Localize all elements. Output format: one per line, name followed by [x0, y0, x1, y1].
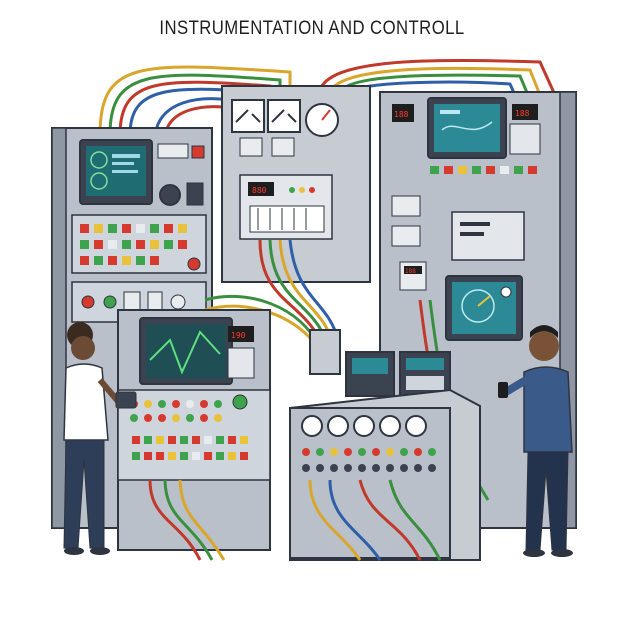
console-display: 190	[231, 331, 246, 340]
right-display-b: 188	[515, 109, 530, 118]
technician-right	[498, 325, 573, 557]
tablet-icon	[115, 391, 137, 409]
instrument-boxes	[345, 351, 451, 397]
gauge-row	[301, 415, 427, 437]
front-console: 190	[117, 309, 271, 561]
phone-icon	[498, 382, 508, 398]
technician-left	[63, 322, 137, 555]
knob-icon	[159, 184, 181, 206]
right-display-a: 188	[394, 110, 409, 119]
front-right-buttons	[302, 448, 436, 472]
right-mid-display: 188	[405, 268, 416, 275]
center-display: 880	[252, 186, 267, 195]
junction-box	[309, 329, 341, 375]
console-buttons	[130, 394, 248, 460]
center-cabinet: 880	[221, 85, 371, 283]
front-right-console	[289, 388, 481, 561]
radar-icon	[461, 289, 495, 323]
right-button-row	[430, 166, 537, 174]
gauge-icon	[90, 151, 108, 169]
page-title: INSTRUMENTATION AND CONTROLL	[159, 18, 465, 39]
analog-gauge-icon	[231, 99, 265, 133]
button-row	[80, 224, 201, 271]
